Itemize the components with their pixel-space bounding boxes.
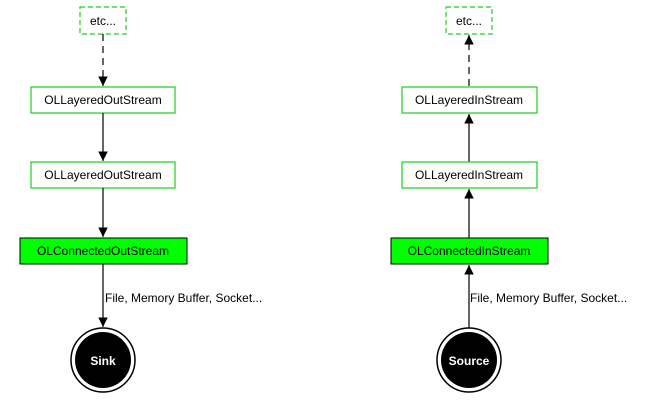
left-etc-label: etc...	[90, 14, 116, 28]
right-layered-mid-node	[401, 161, 538, 189]
source-label: Source	[449, 354, 490, 368]
left-edge-label: File, Memory Buffer, Socket...	[105, 291, 262, 305]
right-layered-top-label: OLLayeredInStream	[415, 93, 523, 107]
right-connected-label: OLConnectedInStream	[408, 244, 531, 258]
right-etc-label: etc...	[456, 14, 482, 28]
source-node-inner	[441, 332, 497, 388]
in-stream-chain: etc... OLLayeredInStream OLLayeredInStre…	[390, 6, 627, 393]
right-layered-mid-label: OLLayeredInStream	[415, 168, 523, 182]
left-connected-node	[19, 237, 188, 265]
left-connected-label: OLConnectedOutStream	[37, 244, 169, 258]
out-stream-chain: etc... OLLayeredOutStream OLLayeredOutSt…	[19, 6, 262, 393]
right-connected-node	[390, 237, 549, 265]
left-layered-top-node	[30, 86, 176, 114]
left-layered-mid-label: OLLayeredOutStream	[44, 168, 161, 182]
right-etc-node	[445, 6, 493, 35]
sink-label: Sink	[90, 354, 116, 368]
right-layered-top-node	[401, 86, 538, 114]
sink-node-inner	[75, 332, 131, 388]
left-layered-top-label: OLLayeredOutStream	[44, 93, 161, 107]
right-edge-label: File, Memory Buffer, Socket...	[470, 291, 627, 305]
left-etc-node	[79, 6, 127, 35]
